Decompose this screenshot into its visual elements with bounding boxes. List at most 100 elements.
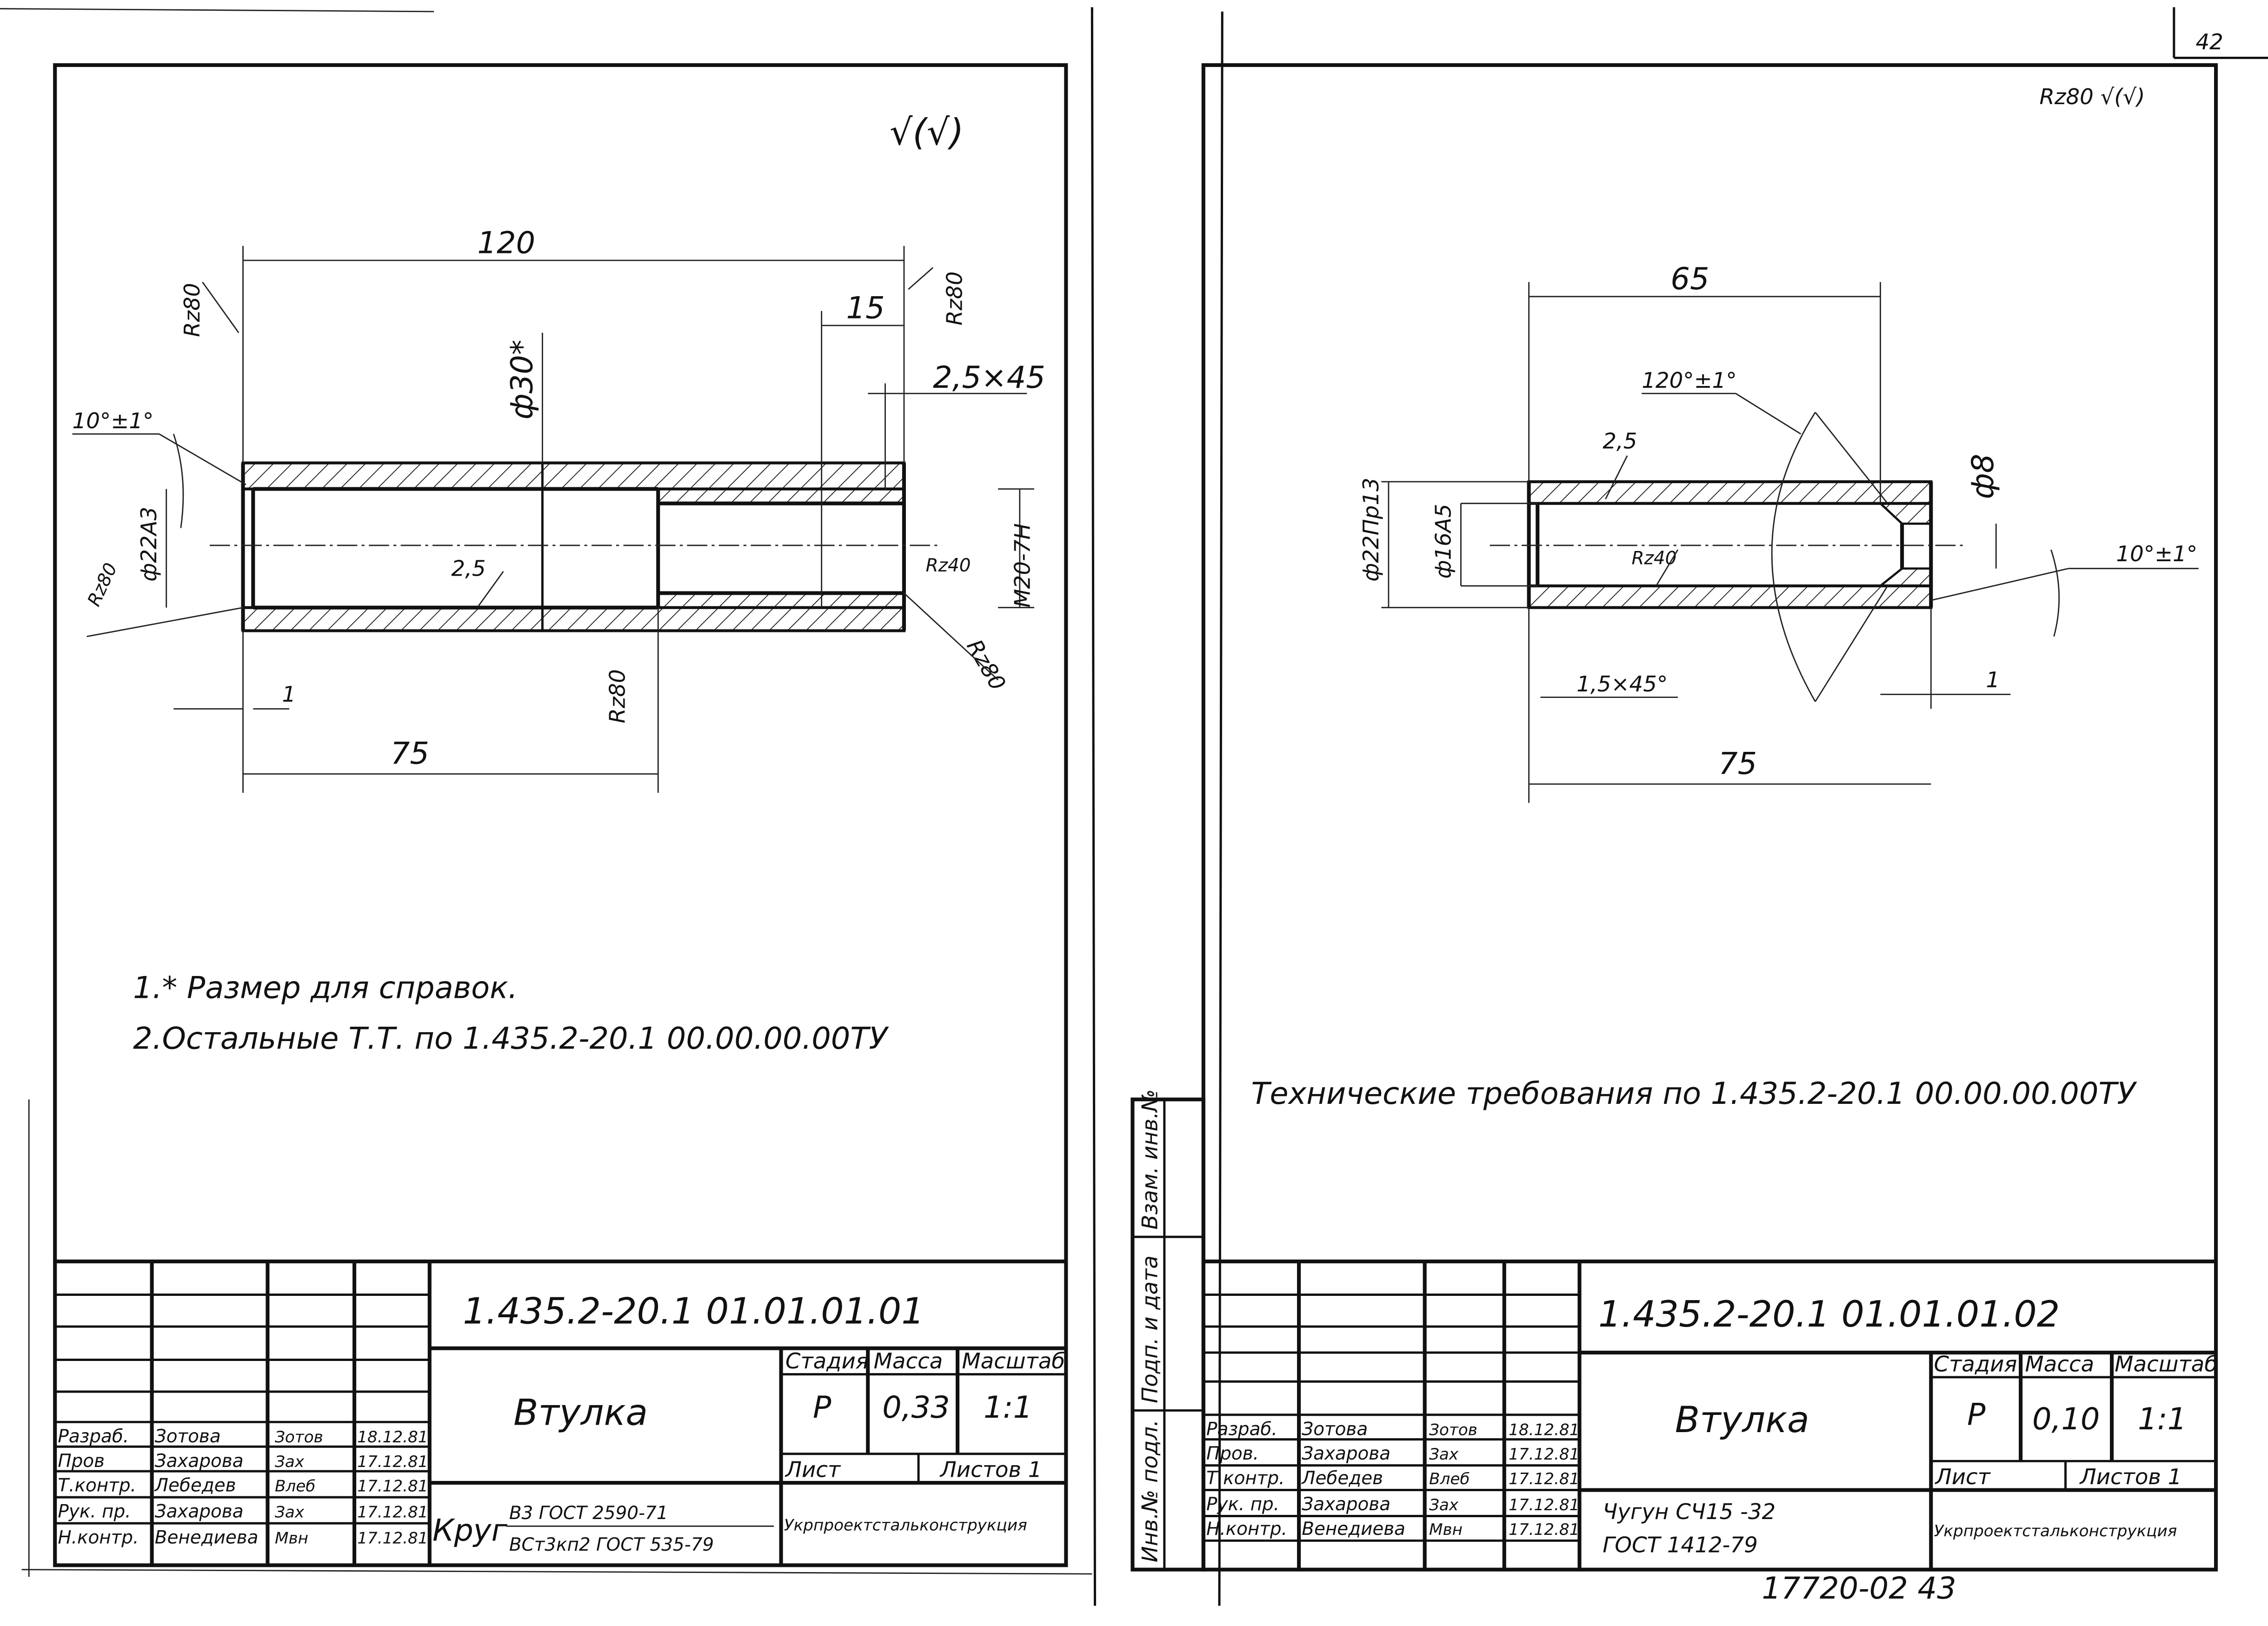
- dim-length-total: 75: [1718, 746, 1757, 781]
- name: Зотова: [1302, 1419, 1368, 1440]
- signature: Зах: [1429, 1445, 1459, 1464]
- drawing-code: 1.435.2-20.1 01.01.01.01: [463, 1291, 924, 1333]
- sheet-right: Rz80 √(√) 65 120°±1° 2,5 ф8: [1201, 63, 2218, 1572]
- date: 18.12.81: [1509, 1420, 1579, 1439]
- mass-label: Масса: [2025, 1352, 2094, 1377]
- dim-thread: М20-7Н: [1011, 523, 1036, 607]
- bushing-section-view: [1490, 480, 1968, 609]
- sheets-count-label: Листов 1: [2079, 1465, 2182, 1490]
- signature: Зах: [275, 1503, 305, 1522]
- scale-label: Масштаб: [2115, 1352, 2218, 1377]
- scale-value: 1:1: [984, 1390, 1032, 1425]
- name: Венедиева: [1302, 1519, 1405, 1540]
- podp-data-label: Подп. и дата: [1137, 1255, 1163, 1403]
- name: Венедиева: [155, 1527, 259, 1548]
- stage-value: Р: [1967, 1397, 1986, 1433]
- dim-outer-diameter: ф22Пр13: [1359, 478, 1384, 581]
- title-block-left: 1.435.2-20.1 01.01.01.01 Втулка Стадия М…: [55, 1259, 1066, 1566]
- date: 17.12.81: [1509, 1445, 1579, 1464]
- bushing-section-view: [209, 461, 940, 632]
- signature: Влеб: [275, 1477, 315, 1496]
- date: 17.12.81: [1509, 1470, 1579, 1488]
- signature: Зах: [275, 1453, 305, 1471]
- page-number: 42: [2195, 30, 2223, 55]
- role: Т.контр.: [1206, 1468, 1284, 1489]
- material-top: Чугун СЧ15 -32: [1603, 1500, 1776, 1525]
- material-bottom: ГОСТ 1412-79: [1603, 1533, 1758, 1558]
- dim-outer-diameter: ф30*: [505, 340, 540, 420]
- scale-value: 1:1: [2138, 1401, 2187, 1437]
- dim-length-total: 120: [477, 225, 535, 260]
- sheet-frame: [53, 63, 1068, 1567]
- roughness-label: Rz80: [84, 560, 122, 610]
- name: Захарова: [155, 1451, 244, 1472]
- name: Захарова: [1302, 1494, 1390, 1515]
- name: Захарова: [155, 1501, 244, 1522]
- stage-value: Р: [813, 1390, 831, 1425]
- mass-value: 0,33: [882, 1390, 950, 1425]
- material-bottom: ВСт3кп2 ГОСТ 535-79: [509, 1534, 714, 1555]
- roughness-label: Rz40: [1631, 548, 1676, 569]
- part-name: Втулка: [513, 1392, 648, 1434]
- side-strip: Взам. инв.№ Подп. и дата Инв.№ подл.: [1131, 1089, 1205, 1572]
- page-borders: [0, 7, 2268, 1606]
- date: 17.12.81: [357, 1503, 428, 1522]
- role: Разраб.: [58, 1426, 129, 1447]
- mass-value: 0,10: [2032, 1401, 2100, 1437]
- dim-step: 1: [282, 682, 296, 707]
- roughness-label: Rz80: [961, 636, 1010, 695]
- mass-label: Масса: [874, 1349, 943, 1374]
- roughness-label: Rz80: [605, 669, 631, 723]
- signature: Зотов: [1429, 1420, 1477, 1439]
- sheets-count-label: Листов 1: [939, 1458, 1042, 1483]
- dim-length-bore: 75: [391, 736, 429, 771]
- role: Пров: [58, 1451, 105, 1472]
- roughness-label: Rz40: [926, 555, 971, 576]
- name: Лебедев: [1301, 1468, 1383, 1489]
- role: Т.контр.: [58, 1475, 136, 1496]
- roughness-label: Rz80 √(√): [2040, 85, 2145, 110]
- signature-rows: Разраб. Зотова Зотов 18.12.81 Пров Захар…: [58, 1426, 428, 1548]
- date: 17.12.81: [357, 1529, 428, 1548]
- dim-length-end: 15: [846, 290, 885, 325]
- roughness-label: Rz80: [180, 283, 205, 337]
- sheet-label: Лист: [785, 1458, 841, 1483]
- signature: Зах: [1429, 1496, 1459, 1514]
- role: Рук. пр.: [1206, 1494, 1279, 1515]
- sheet-left: √(√) 120 15 2,5×45: [53, 63, 1068, 1567]
- dim-angle: 10°±1°: [73, 409, 154, 434]
- dimensions-right: 65 120°±1° 2,5 ф8 ф22Пр13 ф16А5 Rz40 1,5…: [1359, 261, 2199, 803]
- dim-small-diameter: ф8: [1965, 454, 2001, 499]
- signature: Мвн: [275, 1529, 308, 1548]
- material-top: В3 ГОСТ 2590-71: [509, 1503, 668, 1524]
- date: 17.12.81: [1509, 1496, 1579, 1514]
- role: Н.контр.: [58, 1527, 139, 1548]
- dim-chamfer: 1,5×45°: [1576, 672, 1668, 697]
- role: Рук. пр.: [58, 1501, 131, 1522]
- note-2: 2.Остальные Т.Т. по 1.435.2-20.1 00.00.0…: [133, 1021, 889, 1056]
- name: Лебедев: [154, 1475, 236, 1496]
- scale-label: Масштаб: [962, 1349, 1065, 1374]
- note-1: 1.* Размер для справок.: [133, 970, 518, 1006]
- date: 17.12.81: [1509, 1520, 1579, 1539]
- sheet-frame: [1201, 63, 2218, 1572]
- role: Пров.: [1206, 1443, 1259, 1464]
- name: Захарова: [1302, 1443, 1390, 1464]
- signature: Мвн: [1429, 1520, 1463, 1539]
- material-prefix: Круг: [432, 1513, 507, 1548]
- dim-fillet: 2,5: [1603, 429, 1637, 454]
- dim-cone-angle: 120°±1°: [1642, 368, 1736, 393]
- technical-requirements: Технические требования по 1.435.2-20.1 0…: [1251, 1076, 2137, 1111]
- dimensions-left: 120 15 2,5×45 ф30* 10°±1° ф22А3 М20-7Н 2…: [72, 225, 1045, 793]
- drawing-code: 1.435.2-20.1 01.01.01.02: [1598, 1294, 2060, 1335]
- date: 18.12.81: [357, 1428, 428, 1447]
- inv-podl-label: Инв.№ подл.: [1137, 1420, 1163, 1562]
- archive-code: 17720-02 43: [1762, 1571, 1956, 1606]
- name: Зотова: [155, 1426, 221, 1447]
- sheet-label: Лист: [1935, 1465, 1991, 1490]
- dim-bore-diameter: ф16А5: [1431, 504, 1457, 579]
- roughness-label: Rz80: [942, 272, 967, 325]
- dim-length-top: 65: [1670, 261, 1709, 297]
- signature: Зотов: [275, 1428, 323, 1447]
- date: 17.12.81: [357, 1477, 428, 1496]
